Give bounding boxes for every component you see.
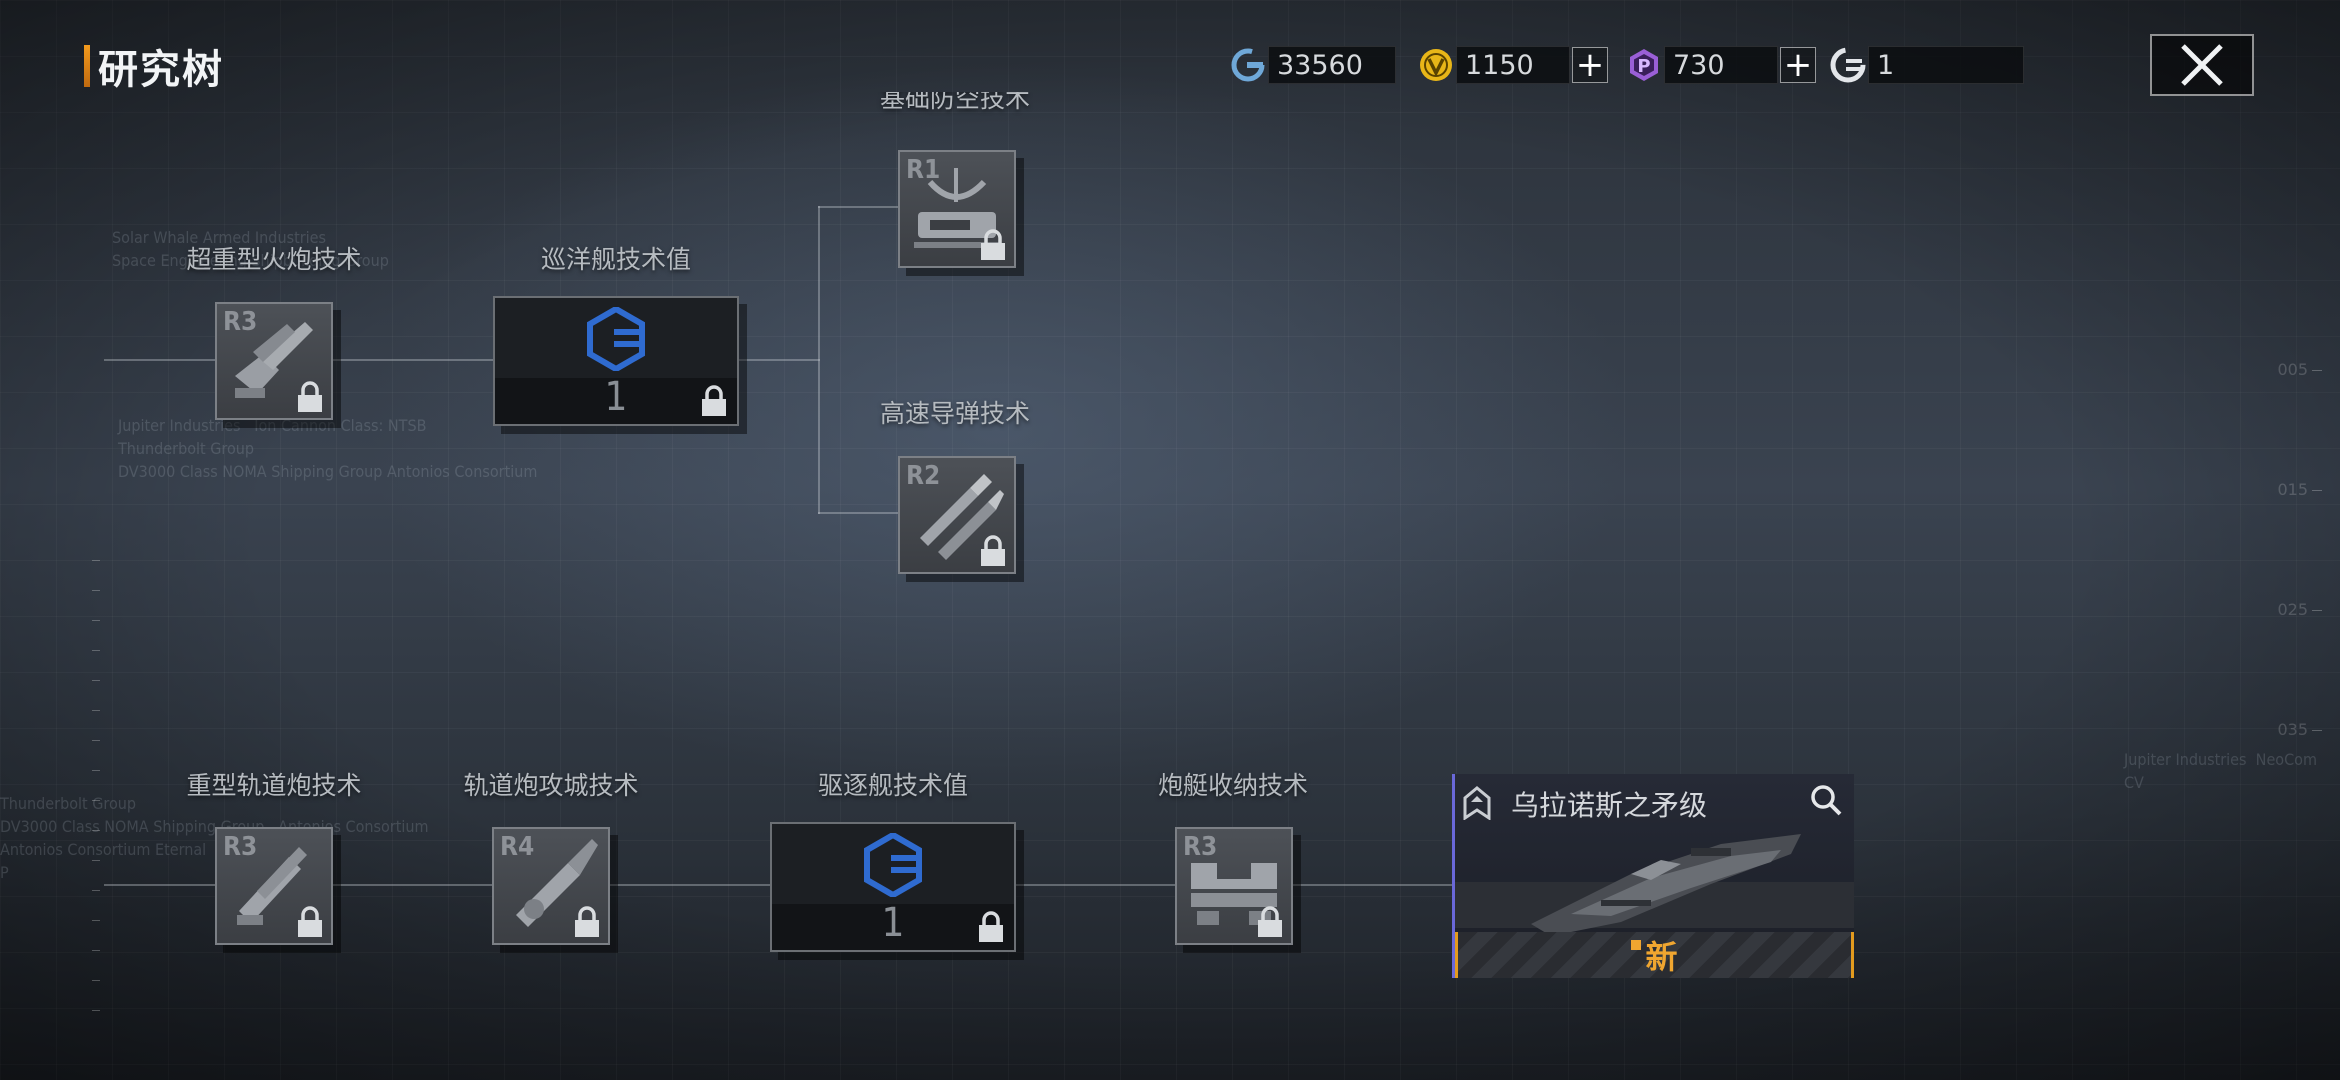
background-text: Jupiter Industries NeoCom CV <box>2124 750 2317 792</box>
tech-node-gunboat-storage[interactable]: R3 <box>1175 827 1293 945</box>
close-button[interactable] <box>2150 34 2254 96</box>
ruler-label: 015 <box>2277 480 2308 499</box>
tech-value: 1 <box>881 900 905 946</box>
tech-node-base-defense[interactable]: R1 <box>898 150 1016 268</box>
node-label-heavy-railgun: 重型轨道炮技术 <box>186 771 362 800</box>
tech-point-icon <box>1828 45 1868 85</box>
resource-credits: 33560 <box>1228 45 1396 85</box>
gold-value: 1150 <box>1456 46 1570 84</box>
lock-icon <box>575 906 599 937</box>
lock-icon <box>981 229 1005 260</box>
svg-text:P: P <box>1637 56 1650 77</box>
rank-label: R4 <box>500 832 535 862</box>
tech-node-railgun-siege[interactable]: R4 <box>492 827 610 945</box>
right-ruler: 005 015 025 035 <box>2262 270 2322 830</box>
ruler-label: 035 <box>2277 720 2308 739</box>
tech-value-node-cruiser[interactable]: 1 <box>493 296 739 426</box>
tech-value-node-destroyer[interactable]: 1 <box>770 822 1016 952</box>
node-label-base-defense: 基础防空技术 <box>879 92 1030 113</box>
lock-icon <box>298 906 322 937</box>
lock-icon <box>981 535 1005 566</box>
gold-coin-icon <box>1416 45 1456 85</box>
ship-image <box>1531 834 1801 936</box>
rank-label: R3 <box>223 832 258 862</box>
add-gold-button[interactable]: + <box>1572 45 1608 85</box>
resource-gold: 1150 + <box>1416 45 1608 85</box>
ship-name: 乌拉诺斯之矛级 <box>1511 789 1708 822</box>
tech-node-heavy-railgun[interactable]: R3 <box>215 827 333 945</box>
rank-label: R2 <box>906 461 941 491</box>
credits-value: 33560 <box>1268 46 1396 84</box>
tech-value-icon <box>587 307 645 371</box>
radar-dish-icon <box>914 168 1000 248</box>
credits-icon <box>1228 45 1268 85</box>
tree-connector <box>818 206 820 514</box>
search-icon[interactable] <box>1808 782 1844 818</box>
lock-icon <box>298 381 322 412</box>
node-label-gunboat-storage: 炮艇收纳技术 <box>1157 771 1308 800</box>
new-badge: 新 <box>1645 938 1678 976</box>
tree-connector <box>818 206 898 208</box>
page-title-text: 研究树 <box>98 47 224 93</box>
purple-p-icon: P <box>1624 45 1664 85</box>
background-text: Thunderbolt Group DV3000 Class NOMA Ship… <box>0 794 429 882</box>
tree-connector <box>104 359 820 361</box>
purple-value: 730 <box>1664 46 1778 84</box>
page-title: 研究树 <box>84 44 224 93</box>
lock-icon <box>1258 906 1282 937</box>
new-dot <box>1631 940 1642 950</box>
railgun-icon <box>237 847 307 925</box>
ruler-label: 005 <box>2277 360 2308 379</box>
tech-point-value: 1 <box>1868 46 2024 84</box>
siege-railgun-icon <box>516 839 598 927</box>
rank-label: R3 <box>1183 832 1218 862</box>
tree-connector <box>818 512 898 514</box>
lock-icon <box>702 385 726 416</box>
add-purple-button[interactable]: + <box>1780 45 1816 85</box>
heavy-cannon-icon <box>235 322 313 398</box>
lock-icon <box>979 911 1003 942</box>
node-label-heavy-cannon: 超重型火炮技术 <box>186 245 362 274</box>
background-text: Jupiter Industries Ion Cannon Class: NTS… <box>118 416 538 481</box>
resource-purple: P 730 + <box>1624 45 1816 85</box>
tech-node-fast-missile[interactable]: R2 <box>898 456 1016 574</box>
title-accent <box>84 45 90 87</box>
hangar-icon <box>1191 863 1277 925</box>
ship-class-icon <box>1463 786 1491 820</box>
node-label-destroyer-value: 驱逐舰技术值 <box>817 771 968 800</box>
node-label-fast-missile: 高速导弹技术 <box>879 399 1030 428</box>
close-icon <box>2181 44 2223 86</box>
ruler-label: 025 <box>2277 600 2308 619</box>
node-label-railgun-siege: 轨道炮攻城技术 <box>463 771 639 800</box>
left-ruler <box>92 560 106 1080</box>
tech-value-icon <box>864 833 922 897</box>
ship-card[interactable]: 乌拉诺斯之矛级 新 <box>1452 774 1854 978</box>
background-text: Solar Whale Armed Industries Space Engin… <box>112 228 389 270</box>
new-badge-bar: 新 <box>1455 932 1854 978</box>
tech-value: 1 <box>604 374 628 420</box>
node-label-cruiser-value: 巡洋舰技术值 <box>540 245 691 274</box>
tech-node-heavy-cannon[interactable]: R3 <box>215 302 333 420</box>
resource-tech-points: 1 <box>1828 45 2024 85</box>
rank-label: R3 <box>223 307 258 337</box>
missile-icon <box>920 474 1004 560</box>
rank-label: R1 <box>906 155 941 185</box>
